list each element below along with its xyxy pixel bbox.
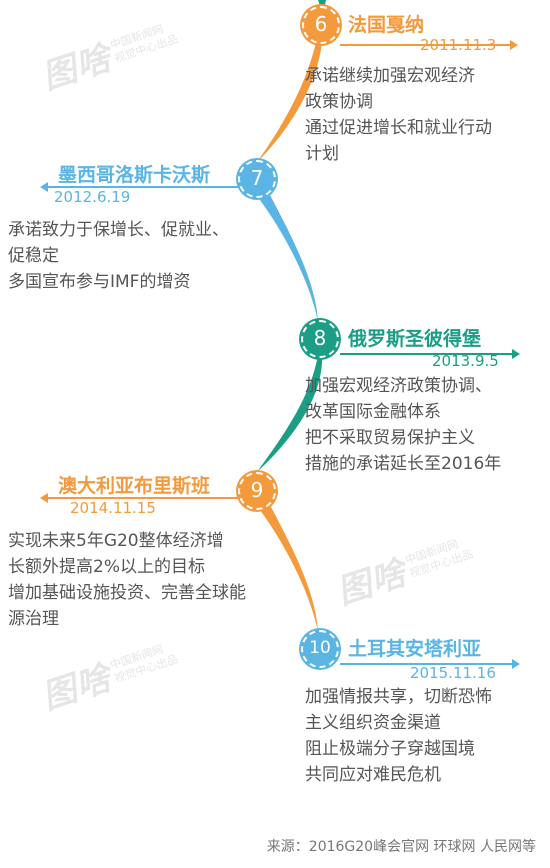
event-date: 2011.11.3 <box>420 36 497 54</box>
event-description: 承诺致力于保增长、促就业、促稳定多国宣布参与IMF的增资 <box>8 220 229 292</box>
event-underline <box>46 186 242 188</box>
event-number-badge: 6 <box>302 6 340 44</box>
event-location-title: 土耳其安塔利亚 <box>348 638 482 660</box>
event-description: 承诺继续加强宏观经济政策协调通过促进增长和就业行动计划 <box>305 66 492 164</box>
event-number-badge: 9 <box>238 472 276 510</box>
event-underline <box>340 663 512 665</box>
event-description: 加强情报共享，切断恐怖主义组织资金渠道阻止极端分子穿越国境共同应对难民危机 <box>305 687 492 785</box>
arrow-left-icon <box>40 493 48 503</box>
arrow-right-icon <box>510 40 518 50</box>
event-number-badge: 8 <box>301 320 339 358</box>
arrow-right-icon <box>512 349 520 359</box>
event-description: 实现未来5年G20整体经济增长额外提高2%以上的目标增加基础设施投资、完善全球能… <box>8 531 246 629</box>
event-underline <box>340 44 510 46</box>
event-location-title: 墨西哥洛斯卡沃斯 <box>58 164 211 186</box>
arrow-right-icon <box>512 659 520 669</box>
ribbon-segment-7-8 <box>257 182 318 322</box>
event-description: 加强宏观经济政策协调、改革国际金融体系把不采取贸易保护主义措施的承诺延长至201… <box>305 376 502 474</box>
event-date: 2014.11.15 <box>70 499 156 517</box>
event-date: 2013.9.5 <box>432 352 499 370</box>
event-date: 2012.6.19 <box>54 188 131 206</box>
event-location-title: 法国戛纳 <box>348 14 425 36</box>
event-date: 2015.11.16 <box>410 664 496 682</box>
source-note: 来源：2016G20峰会官网 环球网 人民网等 <box>266 839 536 855</box>
ribbon-segment-8-9 <box>257 355 323 472</box>
event-number-badge: 10 <box>301 630 339 668</box>
event-underline <box>46 497 242 499</box>
event-location-title: 澳大利亚布里斯班 <box>58 475 211 497</box>
event-underline <box>340 353 512 355</box>
arrow-left-icon <box>40 182 48 192</box>
ribbon-segment-9-10 <box>257 492 318 632</box>
event-number-badge: 7 <box>238 160 276 198</box>
event-location-title: 俄罗斯圣彼得堡 <box>348 328 482 350</box>
